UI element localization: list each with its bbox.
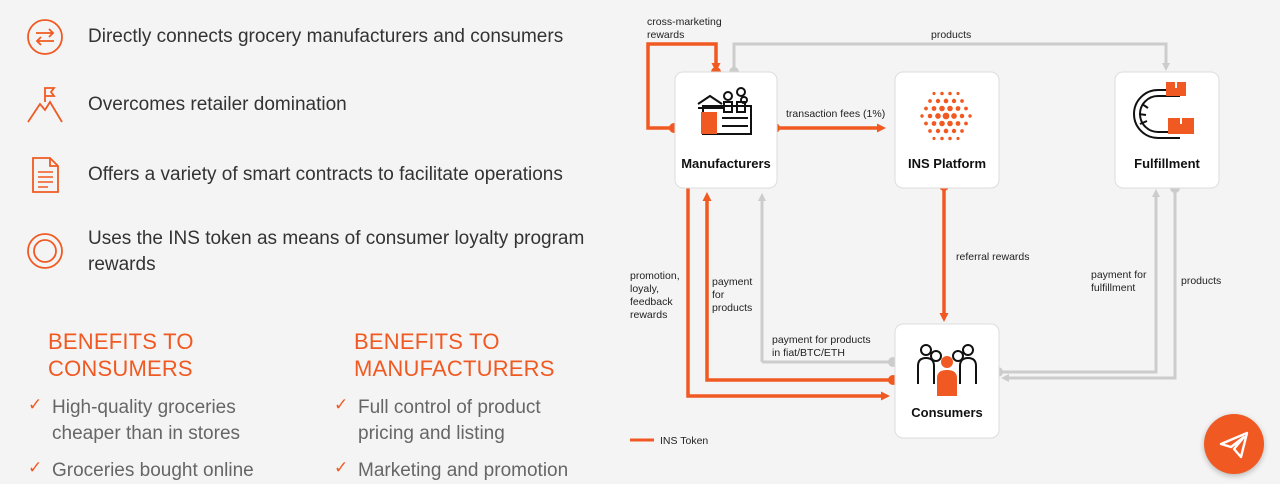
edge-label: in fiat/BTC/ETH: [772, 347, 845, 359]
globe-dot: [960, 129, 964, 133]
edge-label: fulfillment: [1091, 282, 1135, 294]
edge-label: products: [931, 29, 971, 41]
globe-dot: [935, 113, 941, 119]
globe-dot: [927, 113, 933, 119]
globe-dot: [932, 136, 936, 141]
node-fulfillment: Fulfillment: [1114, 71, 1220, 189]
globe-dot: [939, 120, 945, 127]
edge-products-right: [1001, 188, 1177, 382]
globe-dots-icon: [920, 91, 972, 141]
legend-label: INS Token: [660, 435, 708, 447]
mountain-flag-icon: [27, 87, 63, 123]
node-platform: INS Platform: [894, 71, 1000, 189]
feature-text: Directly connects grocery manufacturers …: [88, 26, 564, 47]
globe-dot: [959, 113, 965, 119]
globe-dot: [968, 114, 972, 118]
globe-dot: [939, 105, 945, 112]
globe-dot: [924, 106, 928, 111]
edge-payment-fulfillment: [998, 189, 1160, 374]
conveyor-icon: [1133, 82, 1194, 139]
feature-text: Overcomes retailer domination: [88, 94, 347, 115]
globe-dot: [935, 128, 941, 134]
node-label: INS Platform: [908, 156, 986, 171]
node-manufacturers: Manufacturers: [674, 71, 778, 189]
edge-label: products: [1181, 275, 1221, 287]
edge-cross-marketing: [646, 42, 721, 130]
globe-dot: [947, 120, 953, 127]
benefits-consumers-title: BENEFITS TO CONSUMERS: [48, 329, 194, 381]
paper-plane-icon: [1219, 431, 1249, 459]
feature-text: Uses the INS token as means of consumer …: [88, 228, 585, 275]
globe-dot: [956, 91, 960, 96]
legend: INS Token: [630, 435, 708, 447]
edge-label: loyaly,: [630, 283, 659, 295]
edge-label: payment for: [1091, 269, 1147, 281]
edge-label: rewards: [630, 309, 667, 321]
benefit-item: ✓ Marketing and promotion: [334, 458, 594, 484]
gray-flows: [732, 42, 1177, 382]
edge-promotion: [686, 184, 890, 401]
edge-label: products: [712, 302, 752, 314]
edge-label: for: [712, 289, 725, 301]
node-label: Consumers: [911, 405, 983, 420]
check-icon: ✓: [28, 395, 43, 414]
edge-label: feedback: [630, 296, 673, 308]
people-icon: [917, 344, 977, 384]
globe-dot: [940, 91, 944, 96]
token-flows: [646, 42, 949, 401]
send-button[interactable]: [1204, 414, 1264, 474]
check-icon: ✓: [334, 458, 349, 477]
globe-dot: [942, 112, 950, 120]
edge-label: cross-marketing: [647, 16, 722, 28]
globe-dot: [943, 128, 949, 134]
globe-dot: [956, 136, 960, 141]
rings-icon: [27, 233, 63, 269]
document-icon: [32, 157, 59, 193]
node-label: Fulfillment: [1134, 156, 1200, 171]
globe-dot: [935, 98, 941, 104]
benefit-item: ✓ Groceries bought online: [28, 458, 288, 484]
globe-dot: [928, 99, 932, 103]
edge-label: promotion,: [630, 270, 680, 282]
globe-dot: [955, 121, 961, 126]
benefits-manufacturers-title: BENEFITS TO MANUFACTURERS: [354, 329, 555, 381]
edge-label: payment: [712, 276, 752, 288]
globe-dot: [931, 106, 937, 111]
edge-products-top: [732, 42, 1170, 72]
edge-label: payment for products: [772, 334, 871, 346]
edge-label: rewards: [647, 29, 684, 41]
globe-dot: [947, 105, 953, 112]
check-icon: ✓: [28, 458, 43, 477]
globe-dot: [931, 121, 937, 126]
check-icon: ✓: [334, 395, 349, 414]
arrows-exchange-icon: [27, 19, 63, 55]
globe-dot: [964, 106, 968, 111]
globe-dot: [928, 129, 932, 133]
globe-dot: [920, 114, 924, 118]
globe-dot: [943, 98, 949, 104]
globe-dot: [955, 106, 961, 111]
globe-dot: [964, 121, 968, 126]
globe-dot: [932, 91, 936, 96]
edge-label: transaction fees (1%): [786, 108, 885, 120]
globe-dot: [924, 121, 928, 126]
edge-label: referral rewards: [956, 251, 1030, 263]
globe-dot: [948, 91, 952, 96]
node-consumers: Consumers: [894, 323, 1000, 439]
globe-dot: [960, 99, 964, 103]
globe-dot: [948, 136, 952, 141]
person-highlight-icon: [937, 356, 957, 396]
globe-dot: [951, 98, 957, 104]
globe-dot: [951, 128, 957, 134]
node-label: Manufacturers: [681, 156, 771, 171]
feature-text: Offers a variety of smart contracts to f…: [88, 164, 563, 185]
factory-icon: [697, 87, 752, 135]
globe-dot: [951, 113, 957, 119]
edge-payment-products: [702, 192, 893, 382]
globe-dot: [940, 136, 944, 141]
